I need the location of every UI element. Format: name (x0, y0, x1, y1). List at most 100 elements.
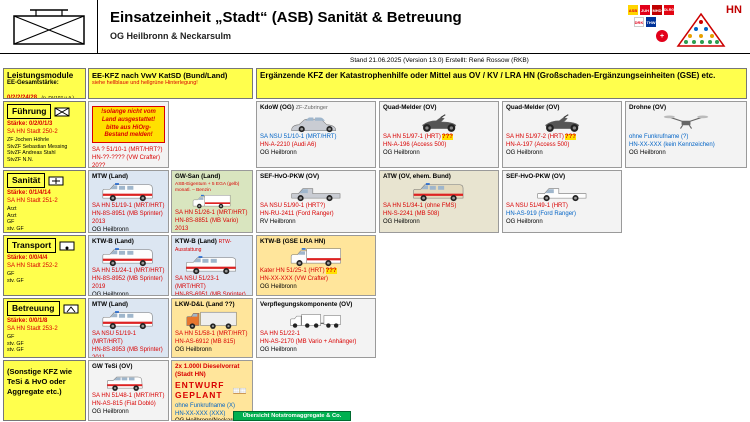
column-header-ergaenzende-kfz: Ergänzende KFZ der Katastrophenhilfe ode… (256, 68, 747, 99)
gw-tesi-vehicle-image (97, 372, 160, 392)
callsign-line: SA HN 51/22-1 (260, 331, 301, 338)
module-callsign: SA HN Stadt 251-2 (7, 197, 58, 204)
module-callsign: SA HN Stadt 253-2 (7, 325, 58, 332)
vehicle-type-title: ATW (OV, ehem. Bund) (383, 173, 451, 180)
quad-vehicle-image (514, 113, 610, 133)
ee-kfz-header-title: EE-KFZ nach VwV KatSD (Bund/Land) (92, 71, 228, 80)
vehicle-cell-verpflegung: Verpflegungskomponente (OV) SA HN 51/22-… (256, 298, 376, 358)
vehicle-type-title: Quad-Melder (OV) (383, 104, 437, 111)
callsign-line: SA NSU 51/90-1 (HRT?) (260, 203, 326, 210)
modules-header-sub: EE-Gesamtstärke: (7, 80, 59, 86)
org-line: OG Heilbronn (92, 291, 129, 296)
mtw-vehicle-image (97, 182, 160, 202)
role-line: GF (7, 219, 15, 226)
version-stand-line: Stand 21.06.2025 (Version 13.0) Erstellt… (350, 57, 529, 64)
module-strength: Stärke: 0/2/0/1/3 (7, 121, 53, 128)
plate-line: HN-AS-2170 (MB Vario + Anhänger) (260, 338, 357, 345)
callsign-line: SA HN 51/97-1 (HRT)??? (383, 134, 453, 141)
callsign-line: ohne Funkrufname (?) (629, 134, 689, 141)
plate-line: HN-8S-6951 (MB Sprinter) 2019 (175, 291, 246, 296)
plate-line: HN-AS-6912 (MB 815) (175, 338, 236, 345)
missing-vehicle-warning: !solange nicht vom Land ausgestattet! bi… (92, 106, 165, 144)
org-line: OG Heilbronn/Neckarsulm (175, 418, 249, 420)
erg-kfz-header-title: Ergänzende KFZ der Katastrophenhilfe ode… (260, 71, 716, 80)
callsign-line: SA NSU 51/23-1 (MRT/HRT) (175, 276, 220, 291)
plate-line: HN-S-2241 (MB 508) (383, 210, 440, 217)
role-line: Arzt (7, 205, 17, 212)
vehicle-type-title: MTW (Land) (92, 301, 129, 308)
plate-line: HN-A-197 (Access 500) (506, 141, 570, 148)
callsign-line: SA ? 51/10-1 (MRT/HRT?) (92, 147, 163, 154)
module-name-betreuung: Betreuung (7, 301, 60, 317)
vehicle-cell-fuehrung-kfz: !solange nicht vom Land ausgestattet! bi… (88, 101, 169, 168)
vehicle-cell-drohne: Drohne (OV) ohne Funkrufname (?) HN-XX-X… (625, 101, 747, 168)
vehicle-type-title: SEF-HvO-PKW (OV) (260, 173, 320, 180)
callsign-line: SA HN 51/58-1 (MRT/HRT) (175, 331, 248, 338)
ktw-vehicle-image (180, 255, 244, 275)
entwurf-geplant-stamp: ENTWURF GEPLANT (175, 380, 225, 401)
vehicle-type-title: Quad-Melder (OV) (506, 104, 560, 111)
ktw-gse-vehicle-image (268, 247, 364, 267)
org-line: RV Heilbronn (260, 218, 296, 225)
gwsan-vehicle-image (180, 194, 244, 209)
question-highlight: ??? (325, 268, 337, 275)
callsign-line: SA HN 51/48-1 (MRT/HRT) (92, 393, 165, 400)
role-line: Arzt (7, 212, 17, 219)
role-line: stv. GF (7, 277, 24, 284)
callsign-line: SA HN 51/34-1 (ohne FMS) (383, 203, 457, 210)
betreuung-tactical-icon (63, 304, 78, 314)
module-strength: Stärke: 0/1/4/14 (7, 190, 51, 197)
unit-tactical-symbol-logo (13, 9, 85, 45)
ibc-container-image (227, 382, 250, 400)
vehicle-type-title: MTW (Land) (92, 173, 129, 180)
vehicle-cell-ktw-b-2: KTW-B (Land) RTW-Ausstattung SA NSU 51/2… (171, 235, 253, 296)
ee-strength-note: (n. DV102 u.ä.) (41, 96, 75, 99)
module-cell-transport: Transport Stärke: 0/0/4/4 SA HN Stadt 25… (3, 235, 86, 296)
org-line: OG Heilbronn (383, 149, 420, 156)
juh-logo: JUH (640, 5, 650, 15)
vehicle-type-title: SEF-HvO-PKW (OV) (506, 173, 566, 180)
mhd-logo: MHD (652, 5, 662, 15)
role-line: StvZF Sebastian Messing (7, 143, 68, 150)
notstrom-overview-button[interactable]: Übersicht Notstromaggregate & Co. (233, 411, 351, 421)
vehicle-type-title: LKW-D&L (Land ??) (175, 301, 235, 308)
plate-line: HN-XX-XXX (XXX) (175, 410, 226, 417)
plate-line: HN-AS-815 (Fiat Dobló) (92, 400, 156, 407)
plate-line: HN-AS-919 (Ford Ranger) (506, 210, 577, 217)
sanitaet-tactical-icon (48, 176, 64, 186)
role-line: StvZF N.N. (7, 157, 34, 164)
vehicle-cell-lkw: LKW-D&L (Land ??) SA HN 51/58-1 (MRT/HRT… (171, 298, 253, 358)
quad-vehicle-image (391, 113, 487, 133)
module-callsign: SA HN Stadt 250-2 (7, 128, 58, 135)
vehicle-cell-gw-san: GW-San (Land) ASB-Eigentum + 5 EGA (gelb… (171, 170, 253, 233)
modules-header-title: Leistungsmodule (7, 71, 74, 80)
org-line: OG Heilbronn (92, 408, 129, 415)
role-line: stv. GF (7, 347, 24, 354)
kdow-vehicle-image (268, 113, 364, 133)
org-line: OG Heilbronn (383, 218, 420, 225)
module-cell-sonstige-kfz: (Sonstige KFZ wie TeSi & HvO oder Aggreg… (3, 360, 86, 421)
gwsan-note: ASB-Eigentum + 5 EGA (gelb) monatl. – Be… (175, 182, 240, 193)
vehicle-cell-ktw-b-gse: KTW-B (GSE LRA HN) Kater HN 51/25-1 (HRT… (256, 235, 376, 296)
callsign-line: SA HN 51/97-2 (HRT)??? (506, 134, 576, 141)
vehicle-type-title: Verpflegungskomponente (OV) (260, 301, 353, 308)
role-line: stv. GF (7, 226, 24, 233)
column-header-leistungsmodule: Leistungsmodule EE-Gesamtstärke: 0/2/2/2… (3, 68, 86, 99)
plate-line: HN-??-???? (VW Crafter) 20?? (92, 154, 161, 168)
pickup-vehicle-image (514, 182, 610, 202)
callsign-line: ohne Funkrufname (X) (175, 402, 236, 409)
org-line: OG Heilbronn (260, 346, 297, 353)
module-name-sanitaet: Sanität (7, 173, 46, 189)
lkw-vehicle-image (180, 310, 244, 330)
page-subtitle: OG Heilbronn & Neckarsulm (110, 31, 232, 41)
module-strength: Stärke: 0/0/4/4 (7, 255, 48, 262)
module-name-transport: Transport (7, 238, 57, 254)
dieselvorrat-title: 2x 1.000l Dieselvorrat (Stadt HN) (175, 363, 240, 379)
verpflegung-truck-image (268, 310, 364, 330)
vehicle-cell-sef-hvo-1: SEF-HvO-PKW (OV) SA NSU 51/90-1 (HRT?) H… (256, 170, 376, 233)
role-line: GF (7, 333, 15, 340)
org-line: OG Heilbronn (260, 149, 297, 156)
mtw-vehicle-image (97, 310, 160, 330)
org-line: OG Heilbronn (506, 149, 543, 156)
